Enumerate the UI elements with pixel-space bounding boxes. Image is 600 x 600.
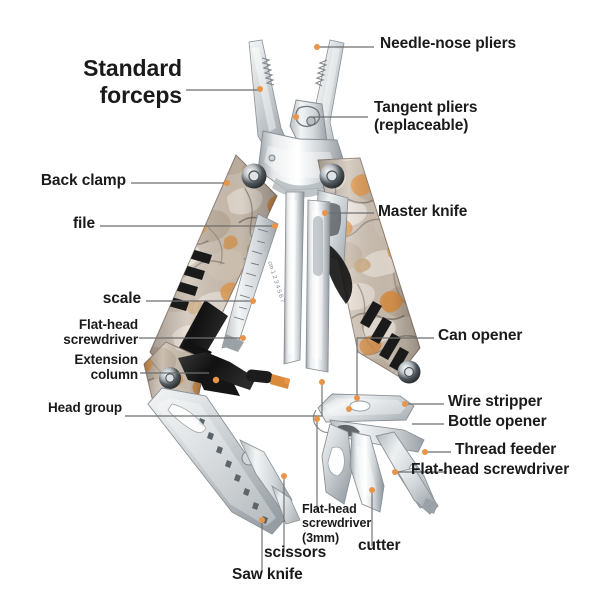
marker-cutter <box>369 487 375 493</box>
leader-can-opener <box>356 337 434 397</box>
callout-tangent-pliers: Tangent pliers (replaceable) <box>374 99 478 134</box>
leader-lines <box>100 46 451 572</box>
callout-flat-head-screwdriver-right: Flat-head screwdriver <box>411 461 570 478</box>
callout-bottle-opener: Bottle opener <box>448 413 547 430</box>
marker-dots <box>224 44 428 523</box>
callout-can-opener: Can opener <box>438 327 523 344</box>
callout-flat-head-screwdriver-3mm: Flat-head screwdriver (3mm) <box>302 502 372 545</box>
marker-master-knife <box>322 210 328 216</box>
callout-saw-knife: Saw knife <box>232 566 303 583</box>
marker-needle-nose <box>314 44 320 50</box>
callout-scissors: scissors <box>264 544 327 561</box>
marker-head-group <box>319 379 325 385</box>
callout-back-clamp: Back clamp <box>40 172 126 189</box>
marker-standard-forceps <box>257 86 263 92</box>
marker-flathead-left <box>240 335 246 341</box>
marker-flathead-3mm <box>314 416 320 422</box>
marker-saw-knife <box>259 517 265 523</box>
marker-bottle-opener <box>346 406 352 412</box>
svg-text:cm 1 2 3 4 5 6 7: cm 1 2 3 4 5 6 7 <box>266 261 285 304</box>
leader-head-group <box>125 383 323 417</box>
callout-thread-feeder: Thread feeder <box>455 441 557 458</box>
marker-extension-column <box>284 378 290 384</box>
callout-cutter: cutter <box>358 537 401 554</box>
marker-flathead-right <box>392 469 398 475</box>
marker-back-clamp <box>224 180 230 186</box>
marker-can-opener <box>354 395 360 401</box>
callout-head-group: Head group <box>47 400 122 415</box>
lower-right-tools <box>312 393 439 515</box>
callout-needle-nose-pliers: Needle-nose pliers <box>380 35 517 52</box>
marker-scale <box>250 298 256 304</box>
marker-wire-stripper <box>402 401 408 407</box>
marker-scissors <box>281 473 287 479</box>
callout-master-knife: Master knife <box>378 203 468 220</box>
callout-scale: scale <box>102 290 141 307</box>
callout-standard-forceps: Standard forceps <box>83 55 182 108</box>
lower-left-tools <box>147 352 301 535</box>
callout-wire-stripper: Wire stripper <box>448 393 543 410</box>
marker-tangent-pliers <box>293 114 299 120</box>
callout-file: file <box>73 215 95 232</box>
marker-thread-feeder <box>422 449 428 455</box>
marker-file <box>272 223 278 229</box>
center-tools: cm 1 2 3 4 5 6 7 <box>221 189 353 373</box>
callout-extension-column: Extension column <box>74 352 138 383</box>
callout-flat-head-screwdriver-left: Flat-head screwdriver <box>63 317 138 348</box>
